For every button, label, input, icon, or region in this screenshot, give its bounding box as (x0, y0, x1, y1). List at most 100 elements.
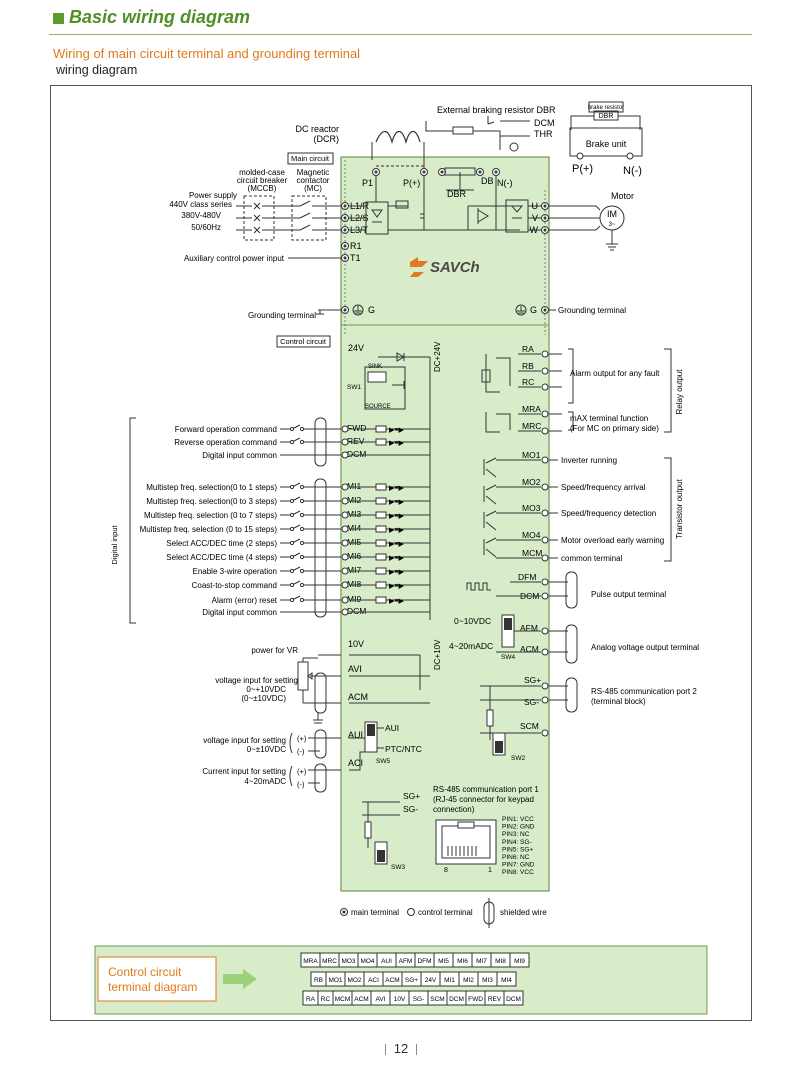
tb-row1-11 (509, 952, 530, 968)
diagram-frame (50, 85, 752, 1021)
shield-oval-1 (314, 417, 327, 467)
legend-main-terminal-dot (342, 910, 346, 914)
acm-r-terminal (541, 648, 549, 656)
page-number-value: 12 (393, 1041, 409, 1056)
g-right: G (530, 305, 537, 315)
tb-label-row2-2: MO2 (347, 977, 361, 984)
legend-shielded-label: shielded wire (500, 908, 547, 917)
motor-label: Motor (611, 191, 634, 201)
terminal-dfm: DFM (518, 572, 536, 582)
optocoupler-icon-6: ▶≡▶ (389, 527, 404, 534)
control-circuit-label: Control circuit (280, 337, 327, 346)
aci-minus: (-) (297, 780, 305, 789)
tb-label-row1-4: AUI (381, 958, 392, 965)
input-switch-3 (280, 482, 341, 488)
transistor-desc-4: common terminal (561, 554, 623, 563)
relay-output-label: Relay output (675, 369, 684, 415)
sw1-label: SW1 (347, 384, 361, 391)
input-switch-5 (280, 510, 341, 516)
transistor-term-mo2: MO2 (522, 477, 541, 487)
input-contact-a-10 (289, 582, 295, 588)
relay-term-ra: RA (522, 344, 534, 354)
ma4-20-label: 4~20mADC (449, 641, 493, 651)
relay-terminal-4 (541, 427, 549, 435)
input-contact-a-11 (289, 597, 295, 603)
thr-label: THR (534, 129, 553, 139)
input-contact-b-7 (299, 540, 305, 546)
power-freq-label: 50/60Hz (191, 223, 221, 232)
input-desc-4: Multistep freq. selection(0 to 3 steps) (146, 497, 277, 506)
optocoupler-icon-9: ▶≡▶ (389, 569, 404, 576)
sw5-toggle (367, 724, 375, 736)
sw3-toggle (377, 850, 385, 862)
mccb-line1: molded-case (239, 168, 285, 177)
relay-coil-icon (481, 369, 491, 383)
input-contact-a-1 (289, 439, 295, 445)
input-resistor-5 (375, 511, 387, 519)
terminal-diagram-arrow-icon (223, 969, 257, 989)
rs485-1-label-3: connection) (433, 805, 475, 814)
input-resistor-6 (375, 525, 387, 533)
optocoupler-icon-3: ▶≡▶ (389, 485, 404, 492)
rs485-2-label-1: RS-485 communication port 2 (591, 687, 697, 696)
input-resistor-11 (375, 596, 387, 604)
transistor-desc-1: Speed/frequency arrival (561, 483, 646, 492)
sw1-box (364, 366, 406, 410)
input-contact-a-8 (289, 554, 295, 560)
dbr-box-label: DBR (599, 113, 614, 120)
input-desc-0: Forward operation command (175, 425, 277, 434)
main-dashed-guide (344, 160, 546, 335)
mccb-line2: circuit breaker (237, 176, 288, 185)
input-desc-12: Digital input common (202, 608, 277, 617)
input-terminal-2 (341, 451, 349, 459)
input-term-mi7-9: MI7 (347, 565, 361, 575)
aci-desc-2: 4~20mADC (244, 777, 286, 786)
input-term-mi2-4: MI2 (347, 495, 361, 505)
avi-desc-1: voltage input for setting (215, 676, 298, 685)
sw1-wires (378, 352, 431, 620)
power-voltage-label: 380V-480V (181, 211, 221, 220)
tb-label-row1-2: MO3 (341, 958, 355, 965)
motor-im: IM (607, 209, 617, 219)
input-terminal-11 (341, 596, 349, 604)
input-resistor-3 (375, 483, 387, 491)
digital-input-bracket (129, 417, 136, 624)
transistor-terminal-4 (541, 554, 549, 562)
afm-wires (496, 630, 568, 653)
input-desc-9: Enable 3-wire operation (193, 567, 278, 576)
relay-term-rc: RC (522, 377, 534, 387)
brake-p-label: P(+) (572, 163, 593, 175)
sw3-label: SW3 (391, 864, 405, 871)
rs485-1-label-2: (RJ-45 connector for keypad (433, 795, 534, 804)
dc-reactor-coil-icon (375, 130, 421, 145)
dbr-label: DBR (447, 189, 467, 199)
scm-terminal (541, 729, 549, 737)
input-terminal-10 (341, 581, 349, 589)
power-circuit (349, 176, 541, 235)
aui-desc-1: voltage input for setting (203, 736, 286, 745)
mccb-line3: (MCCB) (248, 184, 277, 193)
input-brackets (289, 732, 293, 787)
shield-oval-5 (314, 763, 327, 793)
tb-label-row1-1: MRC (322, 958, 337, 965)
relay-terminal-2 (541, 383, 549, 391)
tb-label-row1-8: MI6 (457, 958, 468, 965)
dbr-wire (446, 172, 474, 191)
aui-plus: (+) (297, 734, 307, 743)
analog-internal-wires (349, 654, 430, 704)
terminal-db: DB (481, 176, 494, 186)
shield-oval-rs485 (565, 677, 578, 713)
tb-label-row3-10: REV (488, 996, 502, 1003)
input-contact-a-7 (289, 540, 295, 546)
rs485-1-resistor (364, 821, 372, 839)
ext-dbr-label: External braking resistor DBR (437, 105, 556, 115)
shield-oval-afm (565, 624, 578, 664)
input-terminal-5 (341, 511, 349, 519)
input-terminal-3 (341, 483, 349, 491)
input-resistor-7 (375, 539, 387, 547)
input-desc-6: Multistep freq. selection (0 to 15 steps… (140, 525, 278, 534)
